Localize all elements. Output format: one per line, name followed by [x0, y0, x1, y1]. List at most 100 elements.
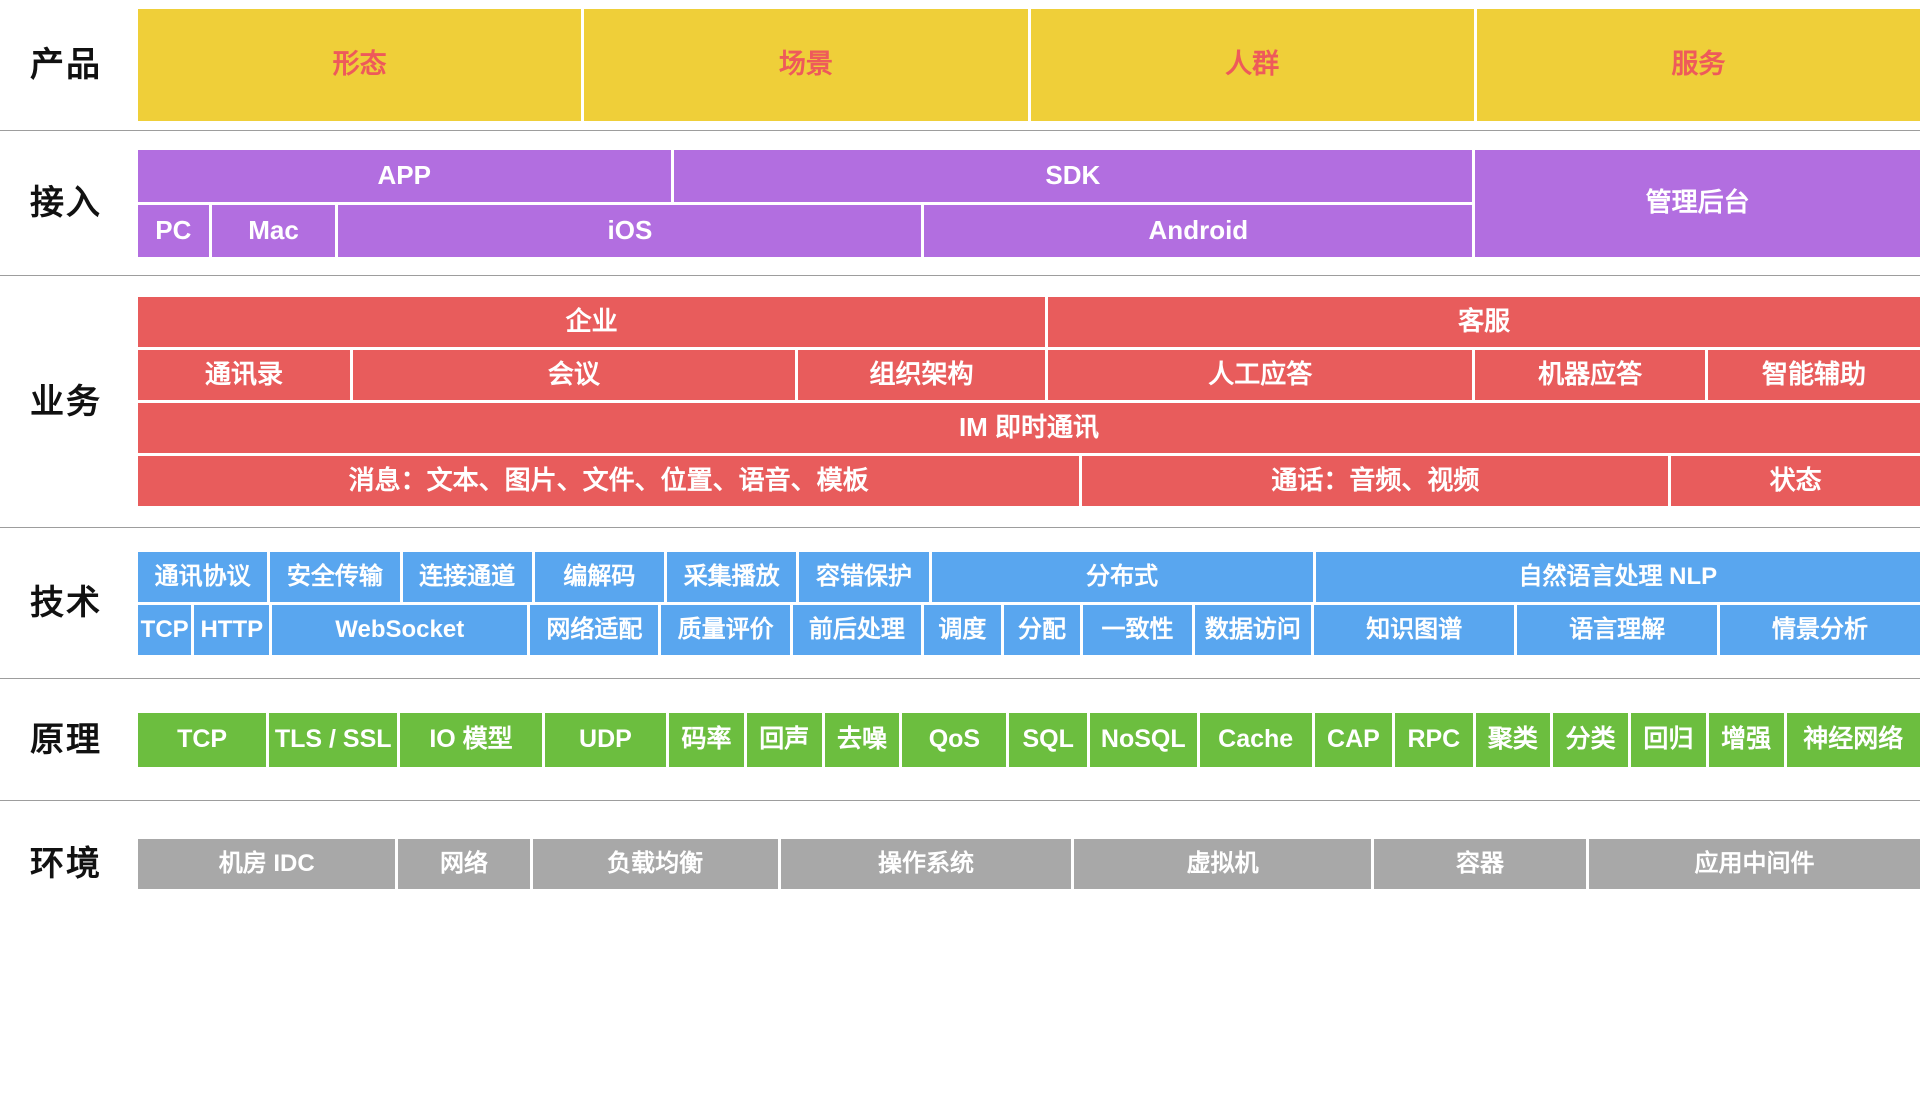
- cell-access-app[interactable]: APP: [138, 149, 671, 202]
- cell-business-contacts[interactable]: 通讯录: [138, 350, 351, 400]
- cell-access-mac[interactable]: Mac: [211, 204, 336, 257]
- cell-business-messages[interactable]: 消息：文本、图片、文件、位置、语音、模板: [138, 456, 1080, 506]
- business-band-features: 通讯录 会议 组织架构 人工应答 机器应答 智能辅助: [138, 350, 1920, 400]
- technology-band-top: 通讯协议 安全传输 连接通道 编解码 采集播放 容错保护 分布式 自然语言处理 …: [138, 551, 1920, 602]
- cell-tech-allocation[interactable]: 分配: [1003, 604, 1081, 655]
- cell-access-pc[interactable]: PC: [138, 204, 209, 257]
- cell-principle-neural-network[interactable]: 神经网络: [1786, 712, 1920, 767]
- cell-principle-sql[interactable]: SQL: [1009, 712, 1087, 767]
- row-body-environment: 机房 IDC 网络 负载均衡 操作系统 虚拟机 容器 应用中间件: [138, 839, 1920, 889]
- technology-band-bottom: TCP HTTP WebSocket 网络适配 质量评价 前后处理 调度 分配 …: [138, 604, 1920, 655]
- cell-env-load-balancing[interactable]: 负载均衡: [532, 839, 778, 889]
- cell-principle-clustering[interactable]: 聚类: [1475, 712, 1551, 767]
- cell-tech-tcp[interactable]: TCP: [138, 604, 192, 655]
- cell-env-network[interactable]: 网络: [398, 839, 530, 889]
- business-band-im: IM 即时通讯: [138, 403, 1920, 453]
- cell-access-android[interactable]: Android: [924, 204, 1473, 257]
- cell-principle-io-model[interactable]: IO 模型: [400, 712, 542, 767]
- cell-business-im[interactable]: IM 即时通讯: [138, 403, 1920, 453]
- cell-principle-echo[interactable]: 回声: [746, 712, 822, 767]
- cell-business-status[interactable]: 状态: [1671, 456, 1920, 506]
- cell-product-audience[interactable]: 人群: [1030, 9, 1474, 121]
- cell-product-form[interactable]: 形态: [138, 9, 582, 121]
- cell-env-container[interactable]: 容器: [1373, 839, 1587, 889]
- principle-band: TCP TLS / SSL IO 模型 UDP 码率 回声 去噪 QoS SQL…: [138, 712, 1920, 767]
- cell-tech-data-access[interactable]: 数据访问: [1194, 604, 1312, 655]
- row-body-product: 形态 场景 人群 服务: [138, 9, 1920, 121]
- cell-tech-connection-channel[interactable]: 连接通道: [402, 551, 532, 602]
- access-band-bottom: PC Mac iOS Android: [138, 204, 1473, 257]
- cell-access-admin-console[interactable]: 管理后台: [1475, 149, 1920, 257]
- row-body-business: 企业 客服 通讯录 会议 组织架构 人工应答 机器应答 智能辅助 IM 即时通讯…: [138, 297, 1920, 506]
- row-label-principle: 原理: [30, 720, 102, 759]
- cell-tech-context-analysis[interactable]: 情景分析: [1720, 604, 1920, 655]
- cell-product-scene[interactable]: 场景: [584, 9, 1028, 121]
- layer-row-access: 接入 APP SDK PC Mac iOS Android: [0, 131, 1920, 276]
- access-band-top: APP SDK: [138, 149, 1473, 202]
- cell-access-sdk[interactable]: SDK: [673, 149, 1473, 202]
- product-band: 形态 场景 人群 服务: [138, 9, 1920, 121]
- cell-tech-codec[interactable]: 编解码: [534, 551, 665, 602]
- cell-principle-reinforcement[interactable]: 增强: [1708, 712, 1784, 767]
- cell-principle-bitrate[interactable]: 码率: [669, 712, 744, 767]
- cell-business-enterprise[interactable]: 企业: [138, 297, 1046, 347]
- row-label-product: 产品: [30, 46, 102, 84]
- cell-env-operating-system[interactable]: 操作系统: [780, 839, 1072, 889]
- cell-principle-nosql[interactable]: NoSQL: [1089, 712, 1197, 767]
- cell-access-ios[interactable]: iOS: [338, 204, 922, 257]
- cell-tech-distributed[interactable]: 分布式: [931, 551, 1313, 602]
- cell-env-middleware[interactable]: 应用中间件: [1589, 839, 1920, 889]
- cell-principle-rpc[interactable]: RPC: [1395, 712, 1473, 767]
- layer-row-technology: 技术 通讯协议 安全传输 连接通道 编解码 采集播放 容错保护 分布式 自然语言…: [0, 528, 1920, 679]
- cell-tech-pre-post-processing[interactable]: 前后处理: [792, 604, 922, 655]
- cell-tech-fault-tolerance[interactable]: 容错保护: [799, 551, 929, 602]
- cell-business-smart-assist[interactable]: 智能辅助: [1707, 350, 1920, 400]
- cell-principle-cache[interactable]: Cache: [1199, 712, 1312, 767]
- cell-principle-cap[interactable]: CAP: [1314, 712, 1393, 767]
- cell-principle-tcp[interactable]: TCP: [138, 712, 267, 767]
- cell-tech-language-understanding[interactable]: 语言理解: [1517, 604, 1718, 655]
- cell-principle-regression[interactable]: 回归: [1631, 712, 1706, 767]
- row-label-business: 业务: [30, 382, 102, 421]
- cell-env-virtual-machine[interactable]: 虚拟机: [1074, 839, 1371, 889]
- cell-principle-udp[interactable]: UDP: [544, 712, 667, 767]
- business-band-im-detail: 消息：文本、图片、文件、位置、语音、模板 通话：音频、视频 状态: [138, 456, 1920, 506]
- row-label-environment: 环境: [30, 845, 102, 883]
- cell-tech-secure-transport[interactable]: 安全传输: [270, 551, 400, 602]
- cell-tech-consistency[interactable]: 一致性: [1083, 604, 1192, 655]
- layer-row-business: 业务 企业 客服 通讯录 会议 组织架构 人工应答 机器应答 智能辅助 IM 即…: [0, 276, 1920, 528]
- row-body-technology: 通讯协议 安全传输 连接通道 编解码 采集播放 容错保护 分布式 自然语言处理 …: [138, 551, 1920, 655]
- cell-principle-qos[interactable]: QoS: [902, 712, 1007, 767]
- cell-business-human-answer[interactable]: 人工应答: [1048, 350, 1473, 400]
- cell-principle-classification[interactable]: 分类: [1553, 712, 1629, 767]
- business-band-domains: 企业 客服: [138, 297, 1920, 347]
- environment-band: 机房 IDC 网络 负载均衡 操作系统 虚拟机 容器 应用中间件: [138, 839, 1920, 889]
- layer-row-product: 产品 形态 场景 人群 服务: [0, 0, 1920, 131]
- cell-tech-quality-evaluation[interactable]: 质量评价: [661, 604, 790, 655]
- cell-tech-nlp[interactable]: 自然语言处理 NLP: [1315, 551, 1920, 602]
- cell-principle-tls-ssl[interactable]: TLS / SSL: [269, 712, 398, 767]
- cell-tech-network-adaptation[interactable]: 网络适配: [530, 604, 659, 655]
- cell-tech-capture-playback[interactable]: 采集播放: [667, 551, 797, 602]
- cell-principle-denoise[interactable]: 去噪: [824, 712, 900, 767]
- cell-business-bot-answer[interactable]: 机器应答: [1475, 350, 1705, 400]
- cell-tech-knowledge-graph[interactable]: 知识图谱: [1314, 604, 1515, 655]
- cell-business-customer-service[interactable]: 客服: [1048, 297, 1920, 347]
- cell-business-calls[interactable]: 通话：音频、视频: [1082, 456, 1669, 506]
- cell-business-org-structure[interactable]: 组织架构: [797, 350, 1046, 400]
- cell-tech-scheduling[interactable]: 调度: [924, 604, 1001, 655]
- layer-row-principle: 原理 TCP TLS / SSL IO 模型 UDP 码率 回声 去噪 QoS …: [0, 679, 1920, 801]
- cell-env-idc[interactable]: 机房 IDC: [138, 839, 396, 889]
- cell-tech-http[interactable]: HTTP: [194, 604, 270, 655]
- cell-business-meeting[interactable]: 会议: [353, 350, 795, 400]
- access-band: APP SDK PC Mac iOS Android 管理后台: [138, 149, 1920, 257]
- row-body-access: APP SDK PC Mac iOS Android 管理后台: [138, 149, 1920, 257]
- access-client-stack: APP SDK PC Mac iOS Android: [138, 149, 1473, 257]
- cell-product-service[interactable]: 服务: [1476, 9, 1920, 121]
- cell-tech-websocket[interactable]: WebSocket: [272, 604, 528, 655]
- cell-tech-protocol[interactable]: 通讯协议: [138, 551, 268, 602]
- layer-row-environment: 环境 机房 IDC 网络 负载均衡 操作系统 虚拟机 容器 应用中间件: [0, 801, 1920, 927]
- row-label-access: 接入: [30, 184, 102, 222]
- row-body-principle: TCP TLS / SSL IO 模型 UDP 码率 回声 去噪 QoS SQL…: [138, 712, 1920, 767]
